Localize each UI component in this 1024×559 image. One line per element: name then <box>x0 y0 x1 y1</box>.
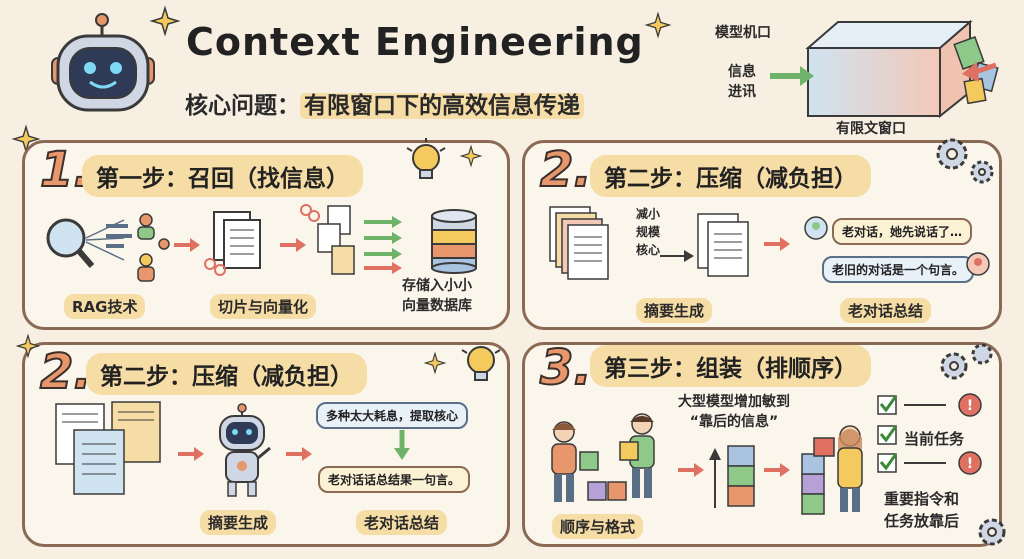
page-title: Context Engineering <box>186 20 644 64</box>
robot-icon <box>219 403 271 497</box>
store-label: 存储入小小 向量数据库 <box>402 278 472 314</box>
document-stack-icon <box>549 206 609 280</box>
reduce-label: 减小 规模 核心 <box>636 207 661 257</box>
task-label: 当前任务 <box>904 430 965 448</box>
subtitle-prefix: 核心问题： <box>185 93 300 119</box>
svg-text:!: ! <box>967 456 973 472</box>
arrow-down-icon <box>394 430 410 460</box>
block-stack-icon <box>727 445 755 507</box>
summary-label: 摘要生成 <box>636 298 713 323</box>
step-number: 2. <box>539 141 593 199</box>
document-stack-icon <box>55 401 161 495</box>
people-blocks-icon <box>551 413 655 502</box>
gear-icon <box>978 518 1006 546</box>
step-title: 第二步：压缩（减负担） <box>86 353 367 395</box>
sparkle-icon <box>459 144 483 168</box>
avatar-icon <box>966 252 990 276</box>
chat-bubble: 老旧的对话是一个句言。 <box>822 256 975 283</box>
arrow-icon <box>178 447 204 461</box>
summary-label: 摘要生成 <box>200 510 277 535</box>
sparkle-icon <box>423 351 447 375</box>
window-label: 有限文窗口 <box>836 121 906 137</box>
vector-arrows-icon <box>364 216 402 274</box>
sparkle-icon <box>644 11 672 39</box>
context-window-box <box>770 19 999 119</box>
arrow-icon <box>286 447 312 461</box>
step-number: 2. <box>39 343 93 401</box>
database-icon <box>431 209 477 274</box>
arrow-icon <box>764 237 790 251</box>
girl-blocks-icon <box>801 425 863 515</box>
note-label: 大型模型增加敏到 “靠后的信息” <box>678 394 790 430</box>
step-title: 第二步：压缩（减负担） <box>590 155 871 197</box>
arrow-icon <box>280 238 306 252</box>
conclusion-label: 老对话总结 <box>840 298 932 323</box>
arrow-up-icon <box>709 448 721 508</box>
model-label: 模型机口 <box>715 25 771 41</box>
order-label: 顺序与格式 <box>552 514 644 539</box>
documents-scissors-icon <box>204 211 261 276</box>
step-title: 第一步：召回（找信息） <box>82 155 363 197</box>
input-label: 信息 进讯 <box>728 64 756 100</box>
chat-bubble: 多种太大耗息，提取核心 <box>316 402 469 429</box>
arrow-icon <box>660 250 694 262</box>
final-label: 重要指令和 任务放靠后 <box>884 490 960 530</box>
chunk-label: 切片与向量化 <box>210 294 317 319</box>
conclusion-label: 老对话总结 <box>356 510 448 535</box>
arrow-icon <box>174 238 200 252</box>
subtitle-highlight: 有限窗口下的高效信息传递 <box>300 93 584 119</box>
svg-text:!: ! <box>967 398 973 414</box>
arrow-icon <box>764 463 790 477</box>
lightbulb-icon <box>406 138 446 179</box>
magnifier-search-icon <box>46 213 170 282</box>
lightbulb-icon <box>461 346 501 381</box>
page-subtitle: 核心问题：有限窗口下的高效信息传递 <box>185 86 584 120</box>
avatar-icon <box>804 216 828 240</box>
arrow-icon <box>678 463 704 477</box>
step-number: 3. <box>539 339 593 397</box>
chat-bubble: 老对话，她先说话了… <box>832 218 973 245</box>
sparkle-icon <box>15 333 41 359</box>
chunk-documents-icon <box>300 204 355 275</box>
gear-icon <box>936 138 994 184</box>
chat-bubble: 老对话话总结果一句言。 <box>318 466 471 493</box>
step-title: 第三步：组装（排顺序） <box>590 345 871 387</box>
rag-label: RAG技术 <box>64 294 146 319</box>
summary-documents-icon <box>697 213 749 277</box>
sparkle-icon <box>149 5 181 37</box>
checklist-icon: ! ! <box>877 393 982 475</box>
robot-icon <box>51 13 155 112</box>
gear-icon <box>940 343 993 380</box>
